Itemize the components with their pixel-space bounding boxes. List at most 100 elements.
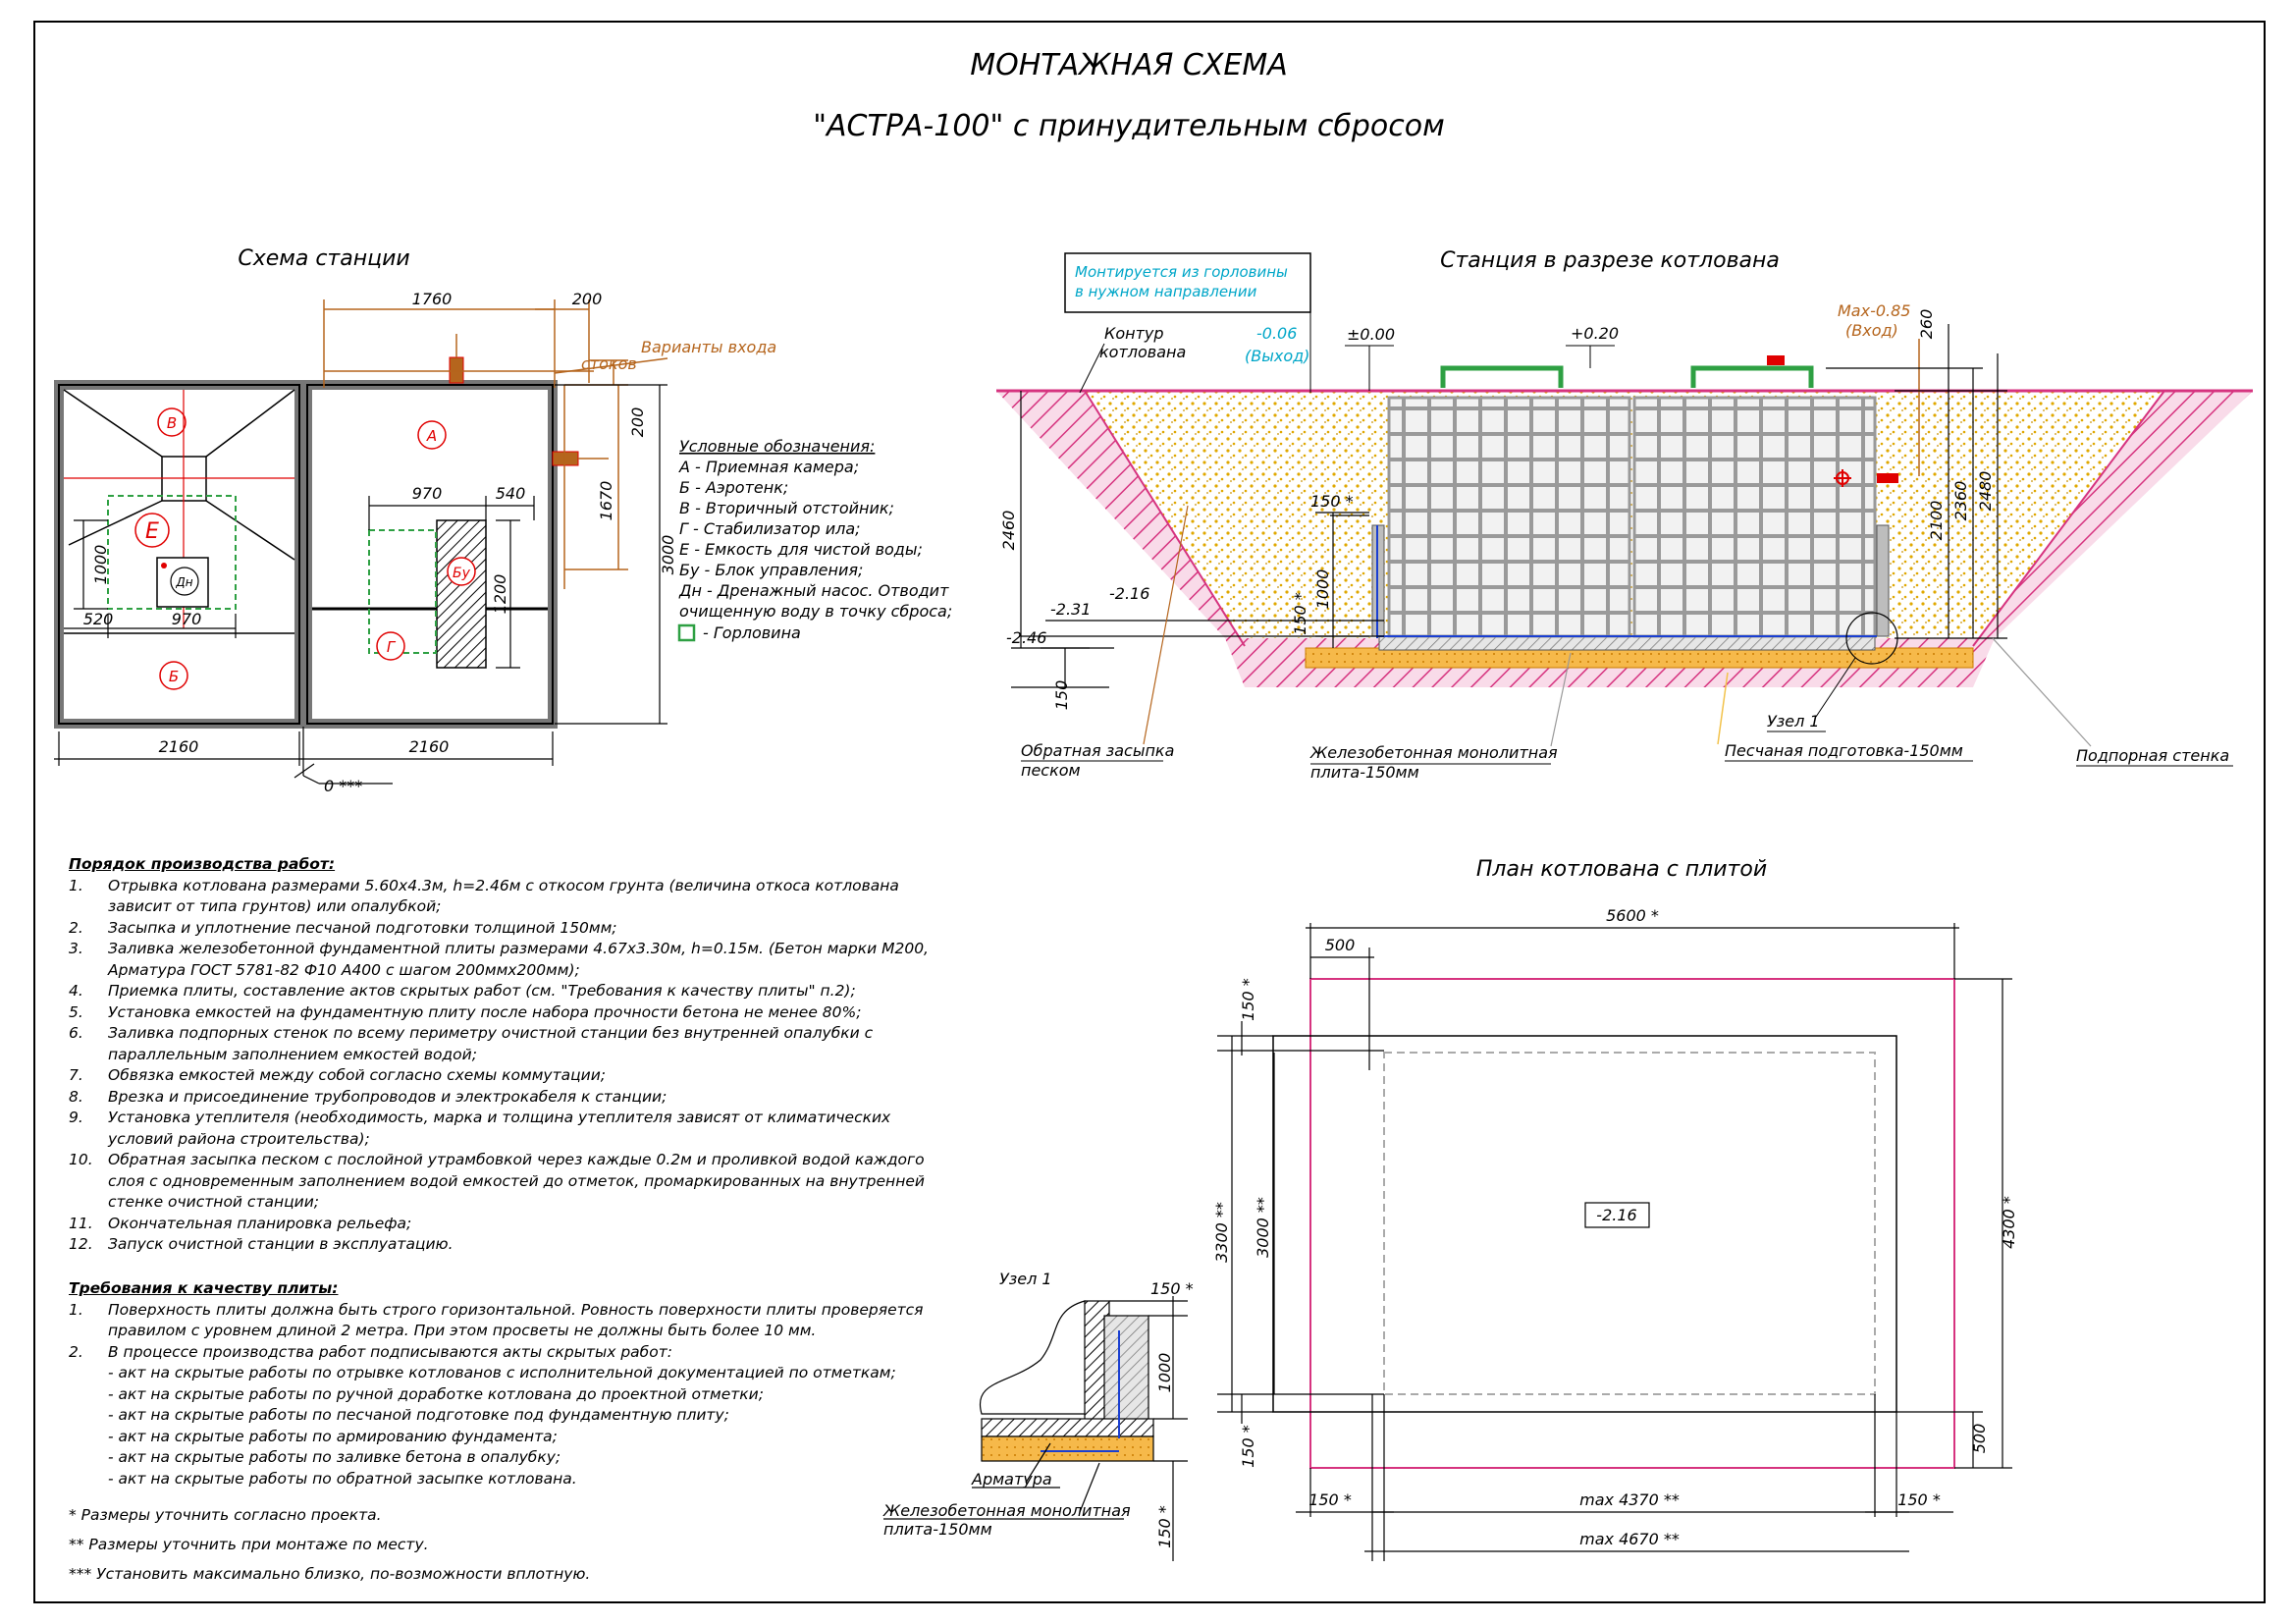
list-item-number: 3. bbox=[69, 940, 83, 957]
list-item-line: 8.Врезка и присоединение трубопроводов и… bbox=[69, 1087, 929, 1109]
dim-2460: 2460 bbox=[999, 511, 1018, 551]
section-title: Станция в разрезе котлована bbox=[1440, 248, 1780, 273]
list-item-number: 8. bbox=[69, 1087, 83, 1106]
list-item-number: 10. bbox=[69, 1151, 93, 1168]
works-title: Порядок производства работ: bbox=[69, 855, 336, 873]
list-item-line: правилом с уровнем длиной 2 метра. При э… bbox=[69, 1321, 924, 1342]
dim-2360: 2360 bbox=[1951, 481, 1970, 521]
level-zero: ±0.00 bbox=[1347, 325, 1395, 344]
node1-slab-2: плита-150мм bbox=[883, 1520, 992, 1539]
legend-item-B: Б - Аэротенк; bbox=[679, 478, 788, 497]
footnote-2: ** Размеры уточнить при монтаже по месту… bbox=[69, 1536, 429, 1553]
node1-dim-1000: 1000 bbox=[1155, 1353, 1174, 1393]
chamber-B: Б bbox=[169, 668, 179, 685]
list-item-number: 12. bbox=[69, 1235, 93, 1253]
dim-150-top: 150 * bbox=[1310, 492, 1354, 511]
sand-label: Песчаная подготовка-150мм bbox=[1725, 741, 1963, 760]
inlet-label-2: стоков bbox=[581, 354, 637, 373]
node-label: Узел 1 bbox=[1767, 712, 1820, 731]
list-item-text: правилом с уровнем длиной 2 метра. При э… bbox=[108, 1322, 817, 1339]
concrete-slab bbox=[1378, 635, 1876, 651]
list-item-line: 7.Обвязка емкостей между собой согласно … bbox=[69, 1065, 929, 1087]
list-item-text: Установка утеплителя (необходимость, мар… bbox=[108, 1109, 891, 1126]
dim-540: 540 bbox=[496, 484, 526, 503]
footnote-1: * Размеры уточнить согласно проекта. bbox=[69, 1506, 382, 1524]
dim-3000: 3000 bbox=[659, 535, 677, 575]
list-item-text: В процессе производства работ подписываю… bbox=[108, 1342, 672, 1361]
legend-item-Dn: Дн - Дренажный насос. Отводит bbox=[678, 581, 949, 600]
plan-dim-5600: 5600 * bbox=[1606, 906, 1659, 925]
list-item-line: зависит от типа грунтов) или опалубкой; bbox=[69, 896, 929, 918]
legend-item-neck: - Горловина bbox=[703, 623, 801, 642]
plan-level: -2.16 bbox=[1596, 1206, 1636, 1224]
list-item-line: Арматура ГОСТ 5781-82 Ф10 А400 с шагом 2… bbox=[69, 960, 929, 982]
note-box bbox=[1064, 252, 1311, 313]
list-item-line: - акт на скрытые работы по песчаной подг… bbox=[69, 1405, 924, 1427]
dim-2160-right: 2160 bbox=[409, 737, 450, 756]
dim-150-mid: 150 * bbox=[1291, 592, 1309, 635]
dim-200-top: 200 bbox=[572, 290, 603, 308]
legend-item-G: Г - Стабилизатор ила; bbox=[679, 519, 861, 538]
plan-dim-4300: 4300 * bbox=[2000, 1196, 2018, 1249]
section-view: Станция в разрезе котлована Монтируется … bbox=[996, 248, 2253, 782]
plan-dim-150-left: 150 * bbox=[1308, 1490, 1352, 1509]
outlet-label: (Выход) bbox=[1245, 347, 1309, 365]
legend-item-Bu: Бу - Блок управления; bbox=[679, 561, 863, 579]
neck-G bbox=[368, 529, 437, 654]
list-item-line: 4.Приемка плиты, составление актов скрыт… bbox=[69, 981, 929, 1002]
node1-title: Узел 1 bbox=[999, 1270, 1052, 1288]
plan-dim-4670: max 4670 ** bbox=[1579, 1530, 1680, 1548]
footnotes: * Размеры уточнить согласно проекта. ** … bbox=[69, 1500, 590, 1589]
list-item-text: зависит от типа грунтов) или опалубкой; bbox=[108, 897, 442, 915]
pump-label: Дн bbox=[175, 575, 192, 589]
list-item-line: 1.Отрывка котлована размерами 5.60х4.3м,… bbox=[69, 876, 929, 897]
footnote-3: *** Установить максимально близко, по-во… bbox=[69, 1565, 591, 1583]
level-216: -2.16 bbox=[1109, 584, 1149, 603]
slab-outline bbox=[1272, 1035, 1897, 1413]
list-item-text: Заливка железобетонной фундаментной плит… bbox=[108, 940, 929, 957]
list-item-number: 9. bbox=[69, 1109, 83, 1126]
plan-dim-150-top: 150 * bbox=[1239, 978, 1257, 1021]
requirements-section: Требования к качеству плиты: 1.Поверхнос… bbox=[69, 1278, 924, 1489]
station-outline bbox=[1383, 1052, 1876, 1395]
pit-contour bbox=[1309, 978, 1955, 1469]
dim-150-bottom: 150 bbox=[1052, 680, 1071, 711]
legend-item-E: Е - Емкость для чистой воды; bbox=[679, 540, 923, 559]
inlet-level: Max-0.85 bbox=[1838, 301, 1910, 320]
main-title: МОНТАЖНАЯ СХЕМА bbox=[970, 48, 1288, 82]
plan-dim-4370: max 4370 ** bbox=[1579, 1490, 1680, 1509]
works-list: 1.Отрывка котлована размерами 5.60х4.3м,… bbox=[69, 876, 929, 1256]
chamber-E: Е bbox=[145, 519, 159, 544]
plan-dim-500-top: 500 bbox=[1325, 936, 1356, 954]
list-item-text: - акт на скрытые работы по песчаной подг… bbox=[108, 1406, 729, 1424]
page-frame bbox=[33, 21, 2266, 1603]
list-item-line: - акт на скрытые работы по ручной дорабо… bbox=[69, 1384, 924, 1406]
list-item-line: параллельным заполнением емкостей водой; bbox=[69, 1045, 929, 1066]
plan-dim-500-right: 500 bbox=[1970, 1424, 1989, 1454]
list-item-number: 2. bbox=[69, 1342, 83, 1361]
contour-label-2: котлована bbox=[1099, 343, 1186, 361]
legend-item-A: А - Приемная камера; bbox=[678, 458, 859, 476]
list-item-line: 2.Засыпка и уплотнение песчаной подготов… bbox=[69, 918, 929, 940]
plan-dim-150-bottom: 150 * bbox=[1239, 1425, 1257, 1468]
list-item-text: условий района строительства); bbox=[108, 1129, 370, 1148]
station-scheme: Схема станции Дн В Е Б Бу Г bbox=[54, 246, 776, 795]
legend-title: Условные обозначения: bbox=[679, 437, 875, 456]
list-item-line: слоя с одновременным заполнением водой е… bbox=[69, 1171, 929, 1193]
dim-2480: 2480 bbox=[1976, 471, 1995, 512]
dim-2160-left: 2160 bbox=[159, 737, 199, 756]
level-plus020: +0.20 bbox=[1571, 324, 1619, 343]
dim-970-top: 970 bbox=[412, 484, 443, 503]
list-item-text: Отрывка котлована размерами 5.60х4.3м, h… bbox=[108, 876, 899, 894]
sand-bed bbox=[1305, 647, 1974, 669]
list-item-line: 1.Поверхность плиты должна быть строго г… bbox=[69, 1300, 924, 1322]
list-item-text: - акт на скрытые работы по армированию ф… bbox=[108, 1427, 558, 1445]
node1-dim-150-top: 150 * bbox=[1150, 1279, 1194, 1298]
dim-970-bottom: 970 bbox=[172, 610, 202, 628]
list-item-number: 7. bbox=[69, 1066, 83, 1084]
station-scheme-title: Схема станции bbox=[238, 246, 409, 271]
backfill-label-1: Обратная засыпка bbox=[1021, 741, 1174, 760]
list-item-text: Засыпка и уплотнение песчаной подготовки… bbox=[108, 918, 617, 937]
list-item-line: стенке очистной станции; bbox=[69, 1192, 929, 1214]
dim-260: 260 bbox=[1917, 309, 1936, 340]
